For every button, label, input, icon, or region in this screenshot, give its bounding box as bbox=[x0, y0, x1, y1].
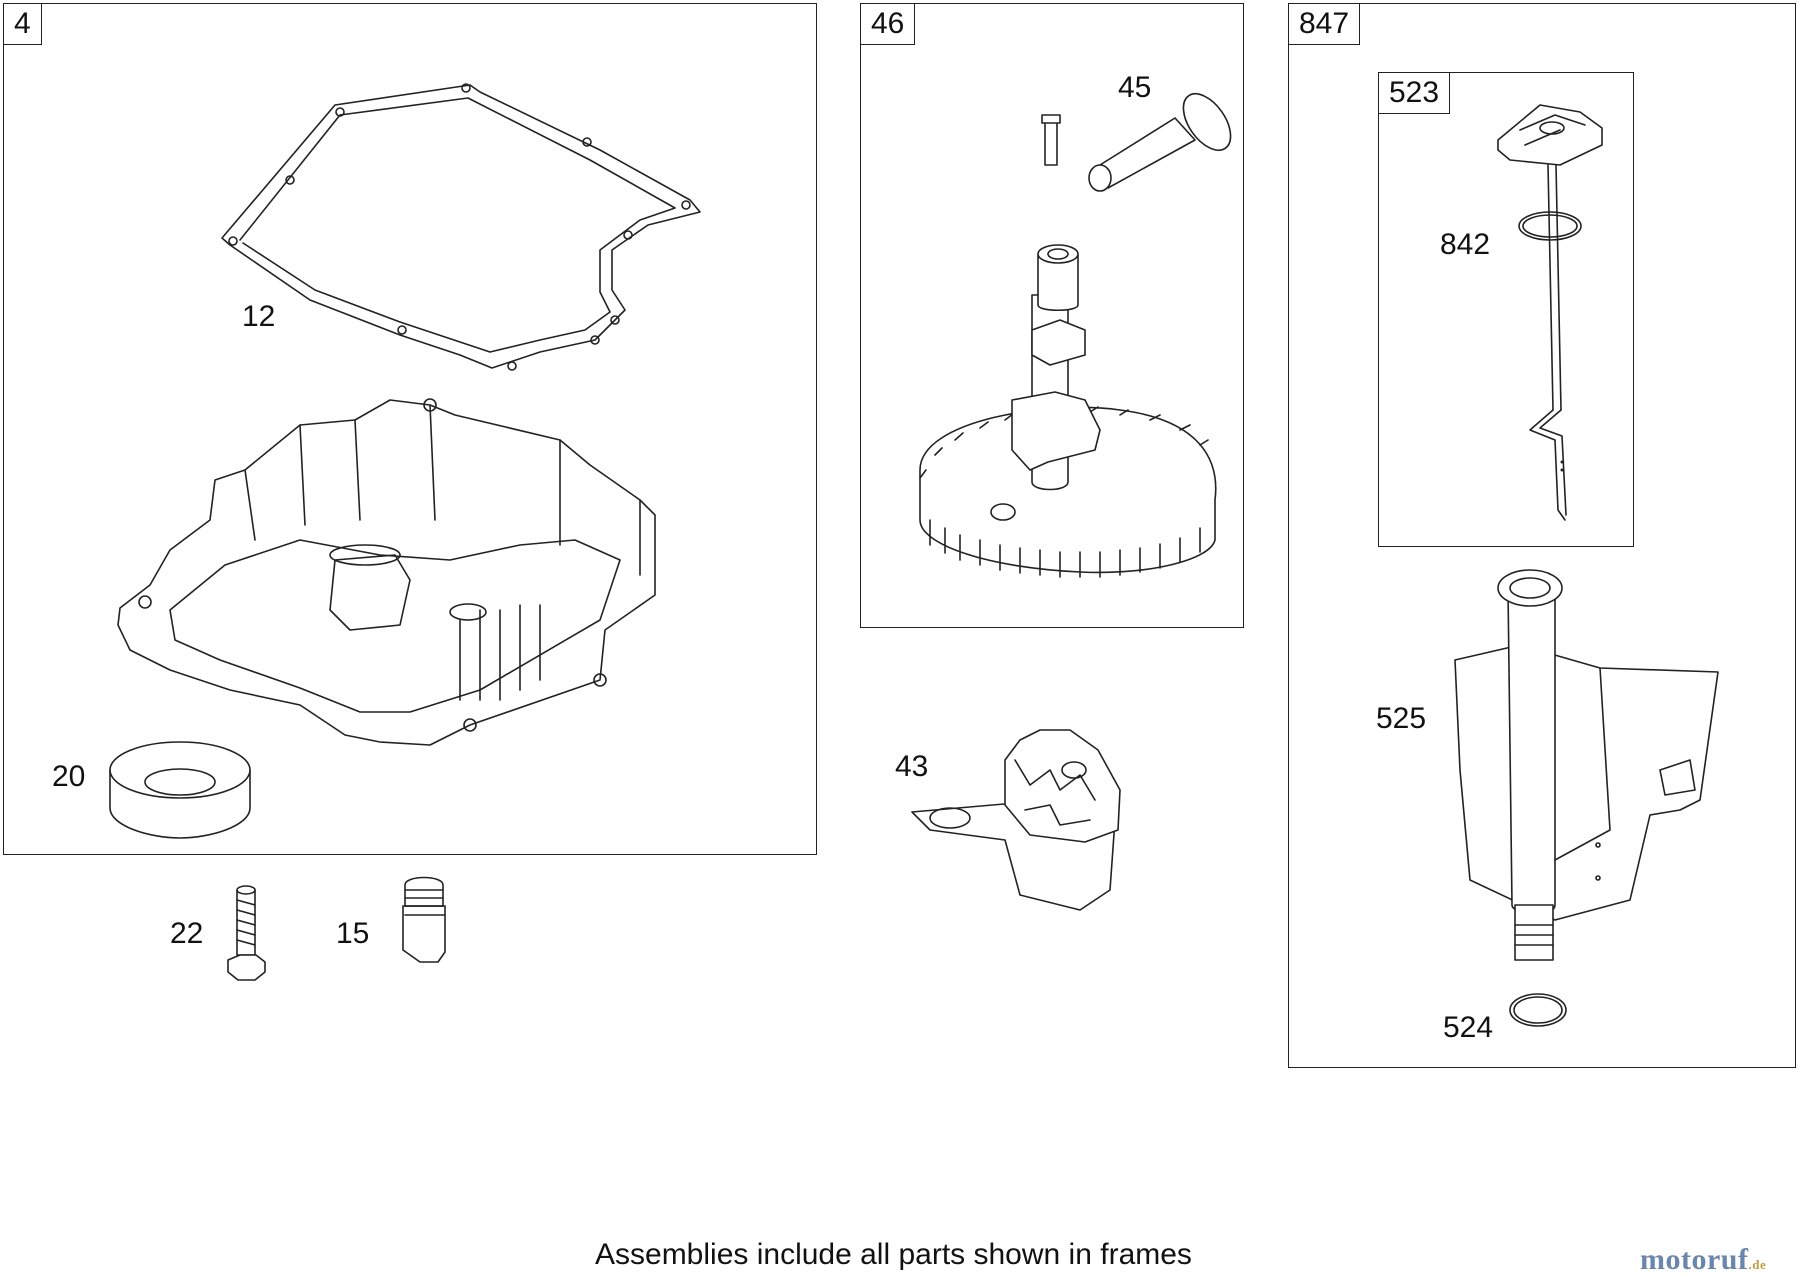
part-number-bolt: 22 bbox=[170, 917, 204, 950]
frame-dipstick-assembly: 847 bbox=[1288, 3, 1796, 1068]
frame-tag-sump: 4 bbox=[4, 4, 42, 45]
tappet-drawing bbox=[1041, 93, 1232, 192]
frame-tag-dipstick: 523 bbox=[1379, 73, 1451, 114]
part-number-o-ring-lower: 524 bbox=[1443, 1011, 1494, 1044]
part-number-tappet: 45 bbox=[1118, 71, 1152, 104]
part-number-seal: 20 bbox=[52, 760, 86, 793]
part-number-gasket: 12 bbox=[242, 300, 276, 333]
part-number-tube: 525 bbox=[1376, 702, 1427, 735]
part-number-plug: 15 bbox=[336, 917, 370, 950]
bolt-drawing bbox=[227, 885, 266, 981]
frame-cam: 46 bbox=[860, 3, 1244, 628]
dipstick-drawing bbox=[1497, 104, 1603, 521]
seal-drawing bbox=[109, 741, 251, 839]
plug-drawing bbox=[402, 876, 446, 963]
camshaft-drawing bbox=[919, 244, 1217, 578]
gasket-drawing bbox=[221, 83, 701, 371]
brand-name: motoruf bbox=[1640, 1243, 1749, 1276]
governor-drawing bbox=[911, 729, 1121, 911]
part-number-governor: 43 bbox=[895, 750, 929, 783]
part-number-o-ring-upper: 842 bbox=[1440, 228, 1491, 261]
footer-note: Assemblies include all parts shown in fr… bbox=[595, 1238, 1192, 1271]
frame-tag-dipstick-assembly: 847 bbox=[1289, 4, 1361, 45]
frame-dipstick: 523 bbox=[1378, 72, 1634, 547]
brand-tld: .de bbox=[1748, 1257, 1767, 1272]
frame-sump: 4 bbox=[3, 3, 817, 855]
frame-tag-cam: 46 bbox=[861, 4, 916, 45]
o-ring-upper-drawing bbox=[1518, 211, 1582, 241]
sump-base-drawing bbox=[117, 398, 656, 746]
o-ring-lower-drawing bbox=[1509, 993, 1567, 1027]
tube-drawing bbox=[1454, 569, 1719, 961]
brand-logo: motoruf.de bbox=[1640, 1243, 1766, 1277]
